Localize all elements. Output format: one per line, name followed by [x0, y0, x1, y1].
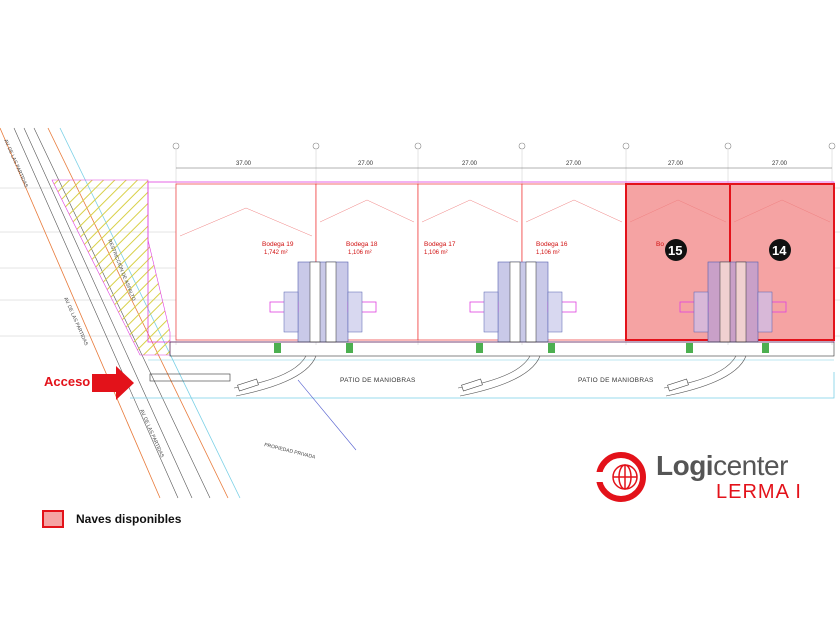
logo-wordmark: Logicenter: [656, 452, 802, 480]
private-property-label: PROPIEDAD PRIVADA: [264, 442, 317, 461]
warehouse-area: 1,742 m²: [264, 250, 288, 256]
racking-blocks: [269, 261, 787, 343]
dock-strip: [169, 341, 835, 357]
legend: Naves disponibles: [42, 510, 181, 528]
patio-label: PATIO DE MANIOBRAS: [340, 377, 416, 384]
logo-part2: center: [713, 450, 788, 481]
badge-14-number: 14: [772, 243, 787, 258]
dimension-label: 27.00: [668, 161, 684, 167]
dimension-label: 27.00: [566, 161, 582, 167]
warehouse-name: Bodega 16: [536, 241, 568, 248]
dimension-label: 27.00: [772, 161, 788, 167]
grid-markers: [172, 142, 836, 150]
warehouse-name: Bo: [656, 241, 664, 248]
street-label: AV. DE LAS PARTIDAS: [2, 138, 29, 189]
patio-label: PATIO DE MANIOBRAS: [578, 377, 654, 384]
site-boundary: [130, 372, 835, 399]
access-label: Acceso: [44, 374, 91, 389]
roof-lines: [179, 199, 831, 237]
logo-text: Logicenter LERMA I: [656, 452, 802, 503]
dimension-label: 37.00: [236, 161, 252, 167]
dimension-label: 27.00: [462, 161, 478, 167]
logicenter-logo: Logicenter LERMA I: [596, 452, 802, 502]
legend-label: Naves disponibles: [76, 512, 182, 526]
warehouse-area: 1,106 m²: [536, 250, 560, 256]
trucks: [237, 378, 689, 392]
warehouse-name: Bodega 18: [346, 241, 378, 248]
warehouse-name: Bodega 17: [424, 241, 456, 248]
dimension-labels: 37.00 27.00 27.00 27.00 27.00 27.00: [236, 161, 788, 167]
badge-14[interactable]: 14: [769, 239, 791, 261]
badge-15[interactable]: 15: [665, 239, 687, 261]
logo-subtitle: LERMA I: [716, 481, 802, 503]
warehouse-area: 1,106 m²: [424, 250, 448, 256]
badge-15-number: 15: [668, 243, 682, 258]
property-line: [297, 379, 357, 451]
restriction-zone: [51, 179, 171, 356]
warehouse-name: Bodega 19: [262, 241, 294, 248]
legend-swatch: [42, 510, 64, 528]
dimension-label: 27.00: [358, 161, 374, 167]
dock-markers: [274, 343, 769, 353]
globe-icon: [596, 452, 646, 502]
street-label: AV. DE LAS PARTIDAS: [138, 408, 165, 459]
gate: [149, 373, 231, 382]
warehouse-area: 1,106 m²: [348, 250, 372, 256]
access-arrow: [92, 366, 134, 400]
logo-part1: Logi: [656, 450, 714, 481]
